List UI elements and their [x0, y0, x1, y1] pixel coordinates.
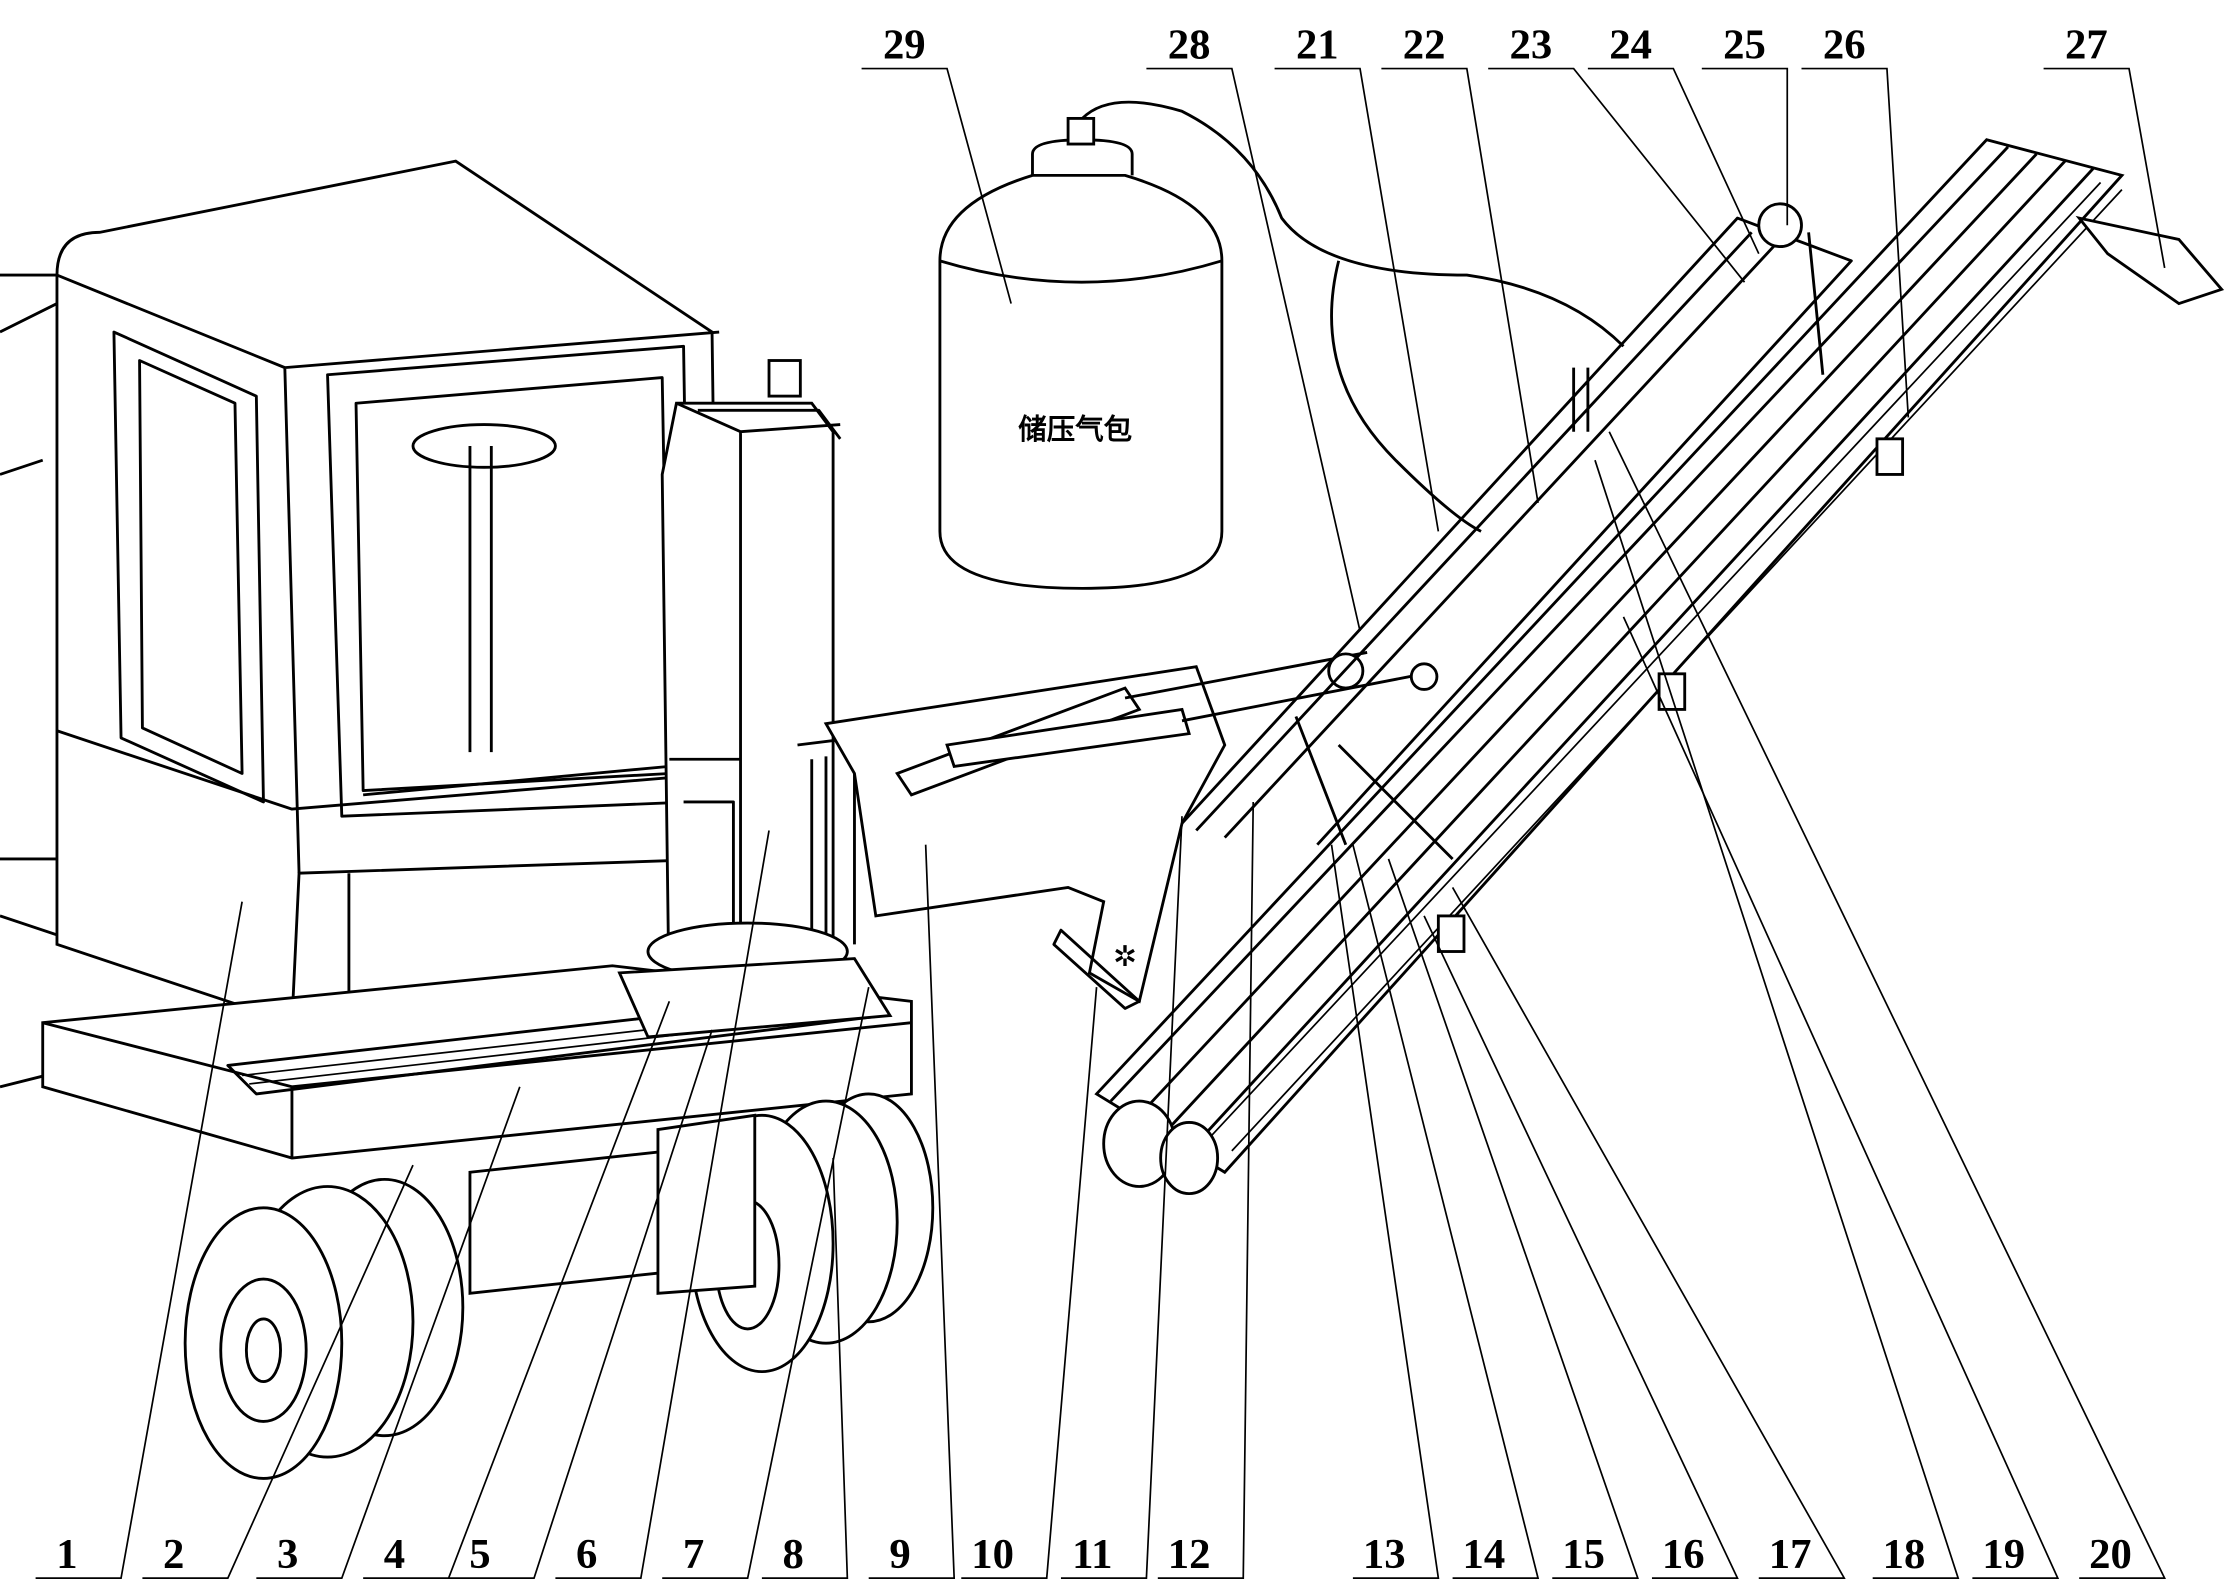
- part-label: 28: [1168, 22, 1211, 69]
- boom: [1094, 138, 2225, 1196]
- leader-line: [1608, 431, 2167, 1579]
- leader-line: [1801, 67, 1910, 418]
- part-label: 24: [1609, 22, 1652, 69]
- leader-line: [761, 1157, 849, 1579]
- part-label: 13: [1363, 1531, 1406, 1578]
- hydraulic-cylinders: [895, 651, 1439, 797]
- leader-line: [1488, 67, 1746, 283]
- leader-line: [861, 67, 1012, 304]
- part-label: 14: [1463, 1531, 1506, 1578]
- arm-bracket: ✲: [823, 665, 1227, 1010]
- leader-line: [961, 987, 1098, 1579]
- part-label: 20: [2089, 1531, 2132, 1578]
- leader-line: [1451, 887, 1846, 1579]
- leader-line: [868, 844, 956, 1579]
- leader-line: [1330, 844, 1440, 1579]
- part-label: 7: [683, 1531, 704, 1578]
- part-label: 16: [1662, 1531, 1705, 1578]
- leader-line: [1701, 67, 1789, 226]
- part-label: 1: [56, 1531, 77, 1578]
- part-label: 29: [883, 22, 926, 69]
- leader-line: [1622, 616, 2060, 1579]
- part-label: 12: [1168, 1531, 1211, 1578]
- leader-line: [142, 1164, 414, 1579]
- leader-line: [1060, 816, 1183, 1579]
- leader-line: [1274, 67, 1440, 532]
- part-label: 3: [277, 1531, 298, 1578]
- leader-line: [1423, 915, 1739, 1579]
- leader-line: [1387, 858, 1639, 1579]
- part-label: 8: [783, 1531, 804, 1578]
- leader-line: [35, 901, 243, 1579]
- leader-line: [1146, 67, 1361, 632]
- part-label: 4: [384, 1531, 405, 1578]
- part-label: 9: [889, 1531, 910, 1578]
- part-label: 21: [1296, 22, 1339, 69]
- part-label: 15: [1562, 1531, 1605, 1578]
- part-label: 5: [469, 1531, 490, 1578]
- svg-text:✲: ✲: [1113, 940, 1137, 973]
- part-label: 17: [1769, 1531, 1812, 1578]
- leader-line: [555, 830, 770, 1579]
- tank-label: 储压气包: [1018, 413, 1132, 446]
- part-label: 10: [971, 1531, 1014, 1578]
- leader-line: [662, 986, 870, 1579]
- part-label: 23: [1510, 22, 1553, 69]
- part-label: 25: [1723, 22, 1766, 69]
- part-label: 27: [2065, 22, 2108, 69]
- part-label: 19: [1982, 1531, 2025, 1578]
- leader-line: [1157, 801, 1255, 1579]
- leader-line: [1594, 459, 1960, 1579]
- part-label: 6: [576, 1531, 597, 1578]
- part-label: 26: [1823, 22, 1866, 69]
- leader-line: [2043, 67, 2166, 269]
- air-tank: 储压气包: [938, 100, 1625, 590]
- part-label: 18: [1883, 1531, 1926, 1578]
- part-label: 11: [1072, 1531, 1112, 1578]
- cabin: [55, 159, 721, 1025]
- leader-line: [256, 1086, 521, 1579]
- rotating-column: [617, 359, 893, 1039]
- part-label: 2: [163, 1531, 184, 1578]
- part-label: 22: [1403, 22, 1446, 69]
- leader-line: [448, 1029, 713, 1579]
- leader-line: [1352, 844, 1540, 1579]
- leader-line: [1587, 67, 1760, 255]
- chassis-frame: [0, 273, 215, 1089]
- leader-line: [1381, 67, 1539, 504]
